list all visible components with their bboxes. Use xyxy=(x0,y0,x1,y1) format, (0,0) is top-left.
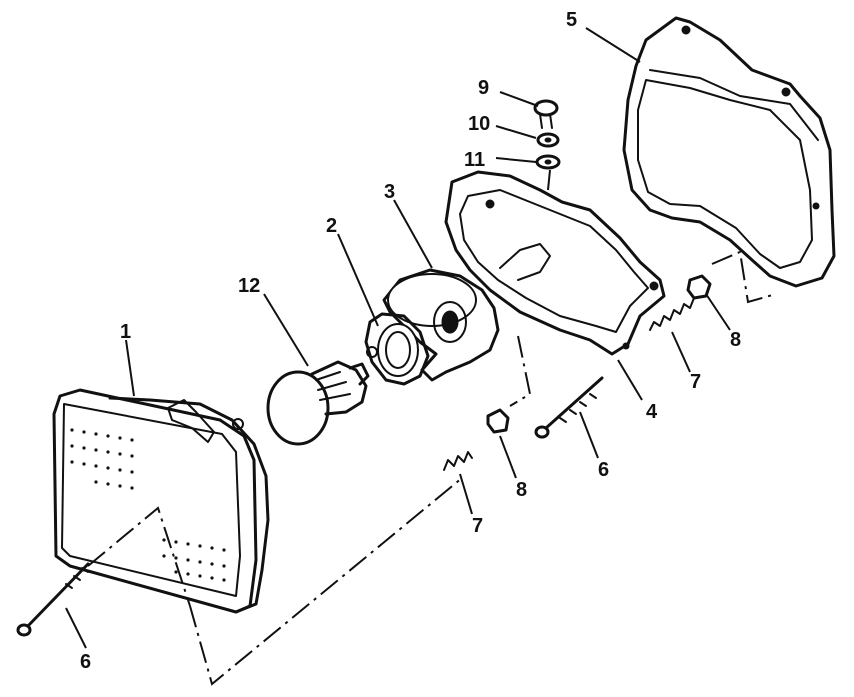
nut-right xyxy=(686,274,712,300)
callout-8-left: 8 xyxy=(516,479,527,501)
headlight-frame xyxy=(622,16,836,288)
callout-6-right: 6 xyxy=(598,459,609,481)
callout-4: 4 xyxy=(646,401,658,423)
bulb-retaining-ring xyxy=(364,312,430,386)
leader-lines xyxy=(65,27,731,649)
spring-left xyxy=(443,451,473,471)
bulb xyxy=(266,360,370,446)
long-screw-left xyxy=(16,562,90,637)
long-screw-right xyxy=(534,376,604,439)
callout-12: 12 xyxy=(238,275,260,297)
callout-7-right: 7 xyxy=(690,371,701,393)
spring-right xyxy=(649,297,695,331)
callout-6-left: 6 xyxy=(80,651,91,673)
washer xyxy=(535,154,561,170)
assembly-lines xyxy=(87,169,777,686)
callout-7-left: 7 xyxy=(472,515,483,537)
callout-1: 1 xyxy=(120,321,131,343)
callout-2: 2 xyxy=(326,215,337,237)
callout-8-right: 8 xyxy=(730,329,741,351)
callout-10: 10 xyxy=(468,113,490,135)
headlight-rim xyxy=(444,170,666,356)
callout-3: 3 xyxy=(384,181,395,203)
nut-left xyxy=(486,408,510,434)
headlight-unit xyxy=(52,388,270,614)
lock-washer xyxy=(536,132,560,148)
callout-labels: 1 2 3 4 5 6 6 7 7 8 8 9 10 11 12 xyxy=(80,9,741,673)
callout-9: 9 xyxy=(478,77,489,99)
callout-5: 5 xyxy=(566,9,577,31)
screw xyxy=(533,99,559,129)
callout-11: 11 xyxy=(464,149,485,171)
lens-pattern xyxy=(70,428,226,582)
